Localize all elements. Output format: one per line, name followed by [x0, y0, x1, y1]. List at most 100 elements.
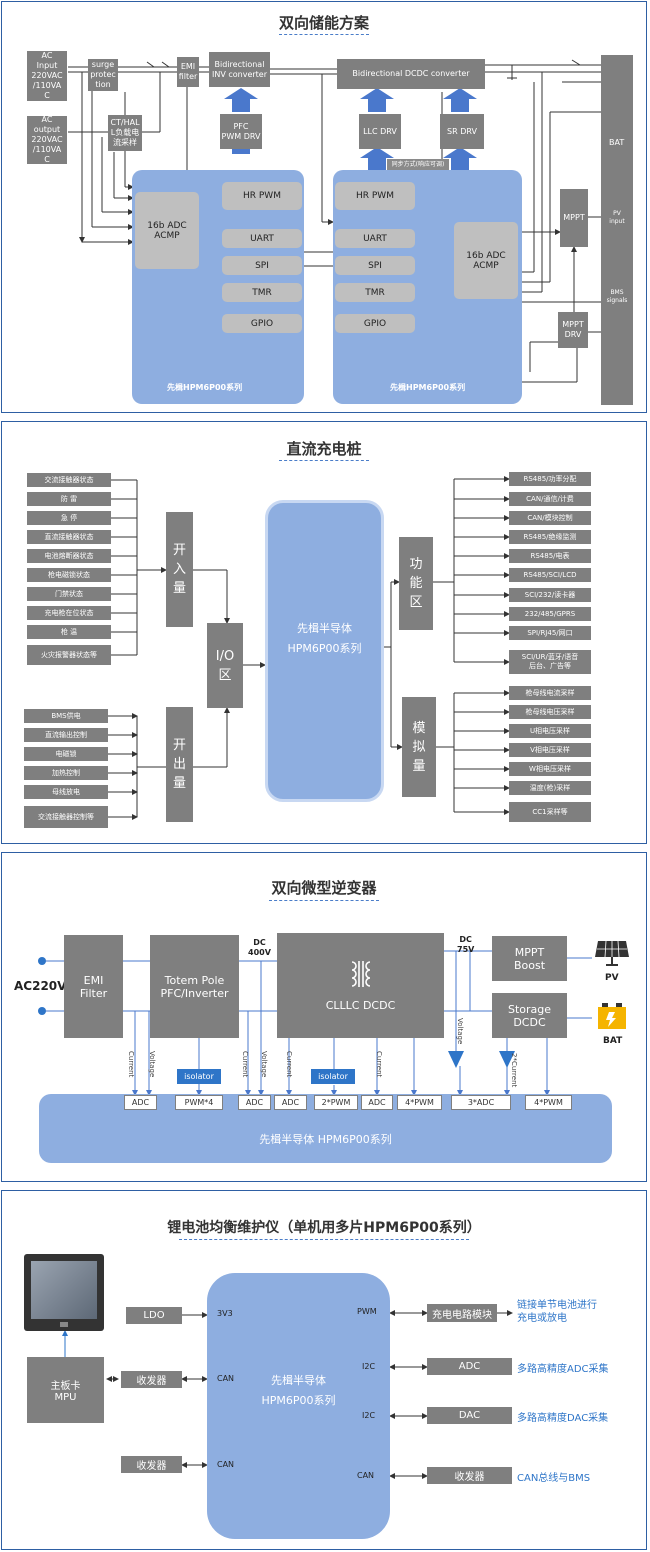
chip-port-adc: ADC: [274, 1095, 307, 1110]
left-tmr-box: TMR: [222, 283, 302, 302]
function-item: CAN/模块控制: [509, 511, 591, 525]
right-gpio-box: GPIO: [335, 314, 415, 333]
function-item: SCI/232/读卡器: [509, 588, 591, 602]
voltage-tag: Voltage: [260, 1051, 268, 1078]
charge-desc: 链接单节电池进行 充电或放电: [517, 1300, 597, 1324]
current-tag: Current: [375, 1051, 383, 1078]
open-out-box: 开 出 量: [166, 707, 193, 822]
left-spi-box: SPI: [222, 256, 302, 275]
function-item: SPI/RJ45/网口: [509, 626, 591, 640]
emi-filter-box: EMI filter: [177, 57, 199, 87]
i2c-label: I2C: [362, 1362, 376, 1371]
storage-dcdc-box: Storage DCDC: [492, 993, 567, 1038]
sr-drv-box: SR DRV: [440, 114, 484, 149]
transceiver-right-box: 收发器: [427, 1467, 512, 1484]
left-adc-box: 16b ADC ACMP: [135, 192, 199, 269]
status-input-item: 充电枪在位状态: [27, 606, 111, 620]
battery-icon: [598, 1003, 626, 1029]
right-chip-label: 先楫HPM6P00系列: [390, 383, 466, 392]
status-input-item: 防 雷: [27, 492, 111, 506]
can-desc: CAN总线与BMS: [517, 1473, 591, 1484]
right-adc-box: 16b ADC ACMP: [454, 222, 518, 299]
chip-main: [207, 1273, 390, 1539]
left-gpio-box: GPIO: [222, 314, 302, 333]
surge-protection-box: surge protec tion: [88, 59, 118, 91]
function-area-box: 功 能 区: [399, 537, 433, 630]
dac-box: DAC: [427, 1407, 512, 1424]
status-input-item: 急 停: [27, 511, 111, 525]
function-item: RS485/电表: [509, 549, 591, 563]
control-output-item: 电磁锁: [24, 747, 108, 761]
section-title: 直流充电桩: [286, 440, 362, 458]
clllc-label: CLLLC DCDC: [325, 999, 396, 1012]
current-tag: Current: [241, 1051, 249, 1078]
wiring: [108, 476, 510, 820]
section-title: 锂电池均衡维护仪（单机用多片HPM6P00系列）: [167, 1220, 481, 1236]
title-underline: [279, 34, 369, 35]
right-tmr-box: TMR: [335, 283, 415, 302]
section-micro-inverter: 双向微型逆变器: [1, 852, 647, 1182]
chip-port-2-pwm: 2*PWM: [314, 1095, 358, 1110]
clllc-dcdc-box: CLLLC DCDC: [277, 933, 444, 1038]
function-item: SCI/UR/蓝牙/语音 后台、广告等: [509, 650, 591, 674]
voltage-tag: Voltage: [456, 1018, 464, 1045]
chip-port-pwm-4: PWM*4: [175, 1095, 223, 1110]
adc-box: ADC: [427, 1358, 512, 1375]
function-item: RS485/功率分配: [509, 472, 591, 486]
status-input-item: 枪 温: [27, 625, 111, 639]
wiring: [62, 1310, 513, 1479]
function-item: CAN/通信/计费: [509, 492, 591, 506]
control-output-item: 母线放电: [24, 785, 108, 799]
mpu-box: 主板卡 MPU: [27, 1357, 104, 1423]
center-chip: [265, 500, 384, 802]
inv-converter-box: Bidirectional INV converter: [209, 52, 270, 87]
dc400v-label: DC 400V: [248, 938, 271, 957]
function-item: 232/485/GPRS: [509, 607, 591, 621]
ac-input-box: AC Input 220VAC /110VA C: [27, 51, 67, 101]
analog-item: U相电压采样: [509, 724, 591, 738]
analog-item: 枪母线电流采样: [509, 686, 591, 700]
analog-item: 枪母线电压采样: [509, 705, 591, 719]
i2c-label: I2C: [362, 1411, 376, 1420]
section-battery-balancer: 锂电池均衡维护仪（单机用多片HPM6P00系列） 主板卡 MPU LDO 收发器…: [1, 1190, 647, 1550]
current-tag: Current: [127, 1051, 135, 1078]
bat-column: [601, 55, 633, 405]
current-tag: 2*Current: [510, 1053, 518, 1088]
left-uart-box: UART: [222, 229, 302, 248]
chip-port-adc: ADC: [124, 1095, 157, 1110]
charge-module-box: 充电电路模块: [427, 1304, 497, 1322]
function-item: RS485/绝缘监测: [509, 530, 591, 544]
chip-port-adc: ADC: [361, 1095, 393, 1110]
status-input-item: 交流接触器状态: [27, 473, 111, 487]
status-input-item: 直流接触器状态: [27, 530, 111, 544]
solar-panel-icon: [595, 940, 629, 966]
ldo-box: LDO: [126, 1307, 182, 1324]
function-item: RS485/SCI/LCD: [509, 568, 591, 582]
pfc-drv-box: PFC PWM DRV: [220, 114, 262, 149]
control-output-item: BMS供电: [24, 709, 108, 723]
ac220v-label: AC220V: [14, 979, 67, 993]
current-tag: Current: [285, 1051, 293, 1078]
transformer-icon: [351, 961, 370, 987]
chip-port-4-pwm: 4*PWM: [397, 1095, 442, 1110]
can-label: CAN: [357, 1471, 375, 1480]
analog-item: W相电压采样: [509, 762, 591, 776]
bms-signals-label: BMS signals: [606, 289, 628, 304]
totem-pole-box: Totem Pole PFC/Inverter: [150, 935, 239, 1038]
section-title: 双向微型逆变器: [271, 879, 377, 897]
llc-drv-box: LLC DRV: [359, 114, 401, 149]
bat-label: BAT: [603, 1036, 623, 1046]
adc-desc: 多路高精度ADC采集: [517, 1364, 609, 1375]
left-chip-label: 先楫HPM6P00系列: [167, 383, 243, 392]
monitor-icon: [24, 1254, 104, 1331]
title-underline: [279, 460, 369, 461]
ac-output-box: AC output 220VAC /110VA C: [27, 115, 67, 164]
title-underline: [179, 1239, 469, 1240]
section-bidirectional-storage: 双向储能方案: [1, 1, 647, 413]
chip-port-adc: ADC: [238, 1095, 271, 1110]
center-chip-label: 先楫半导体 HPM6P00系列: [287, 622, 362, 655]
chip-port-3-adc: 3*ADC: [451, 1095, 511, 1110]
v33-label: 3V3: [217, 1309, 233, 1318]
analog-item: CC1采样等: [509, 802, 591, 822]
mppt-boost-box: MPPT Boost: [492, 936, 567, 981]
